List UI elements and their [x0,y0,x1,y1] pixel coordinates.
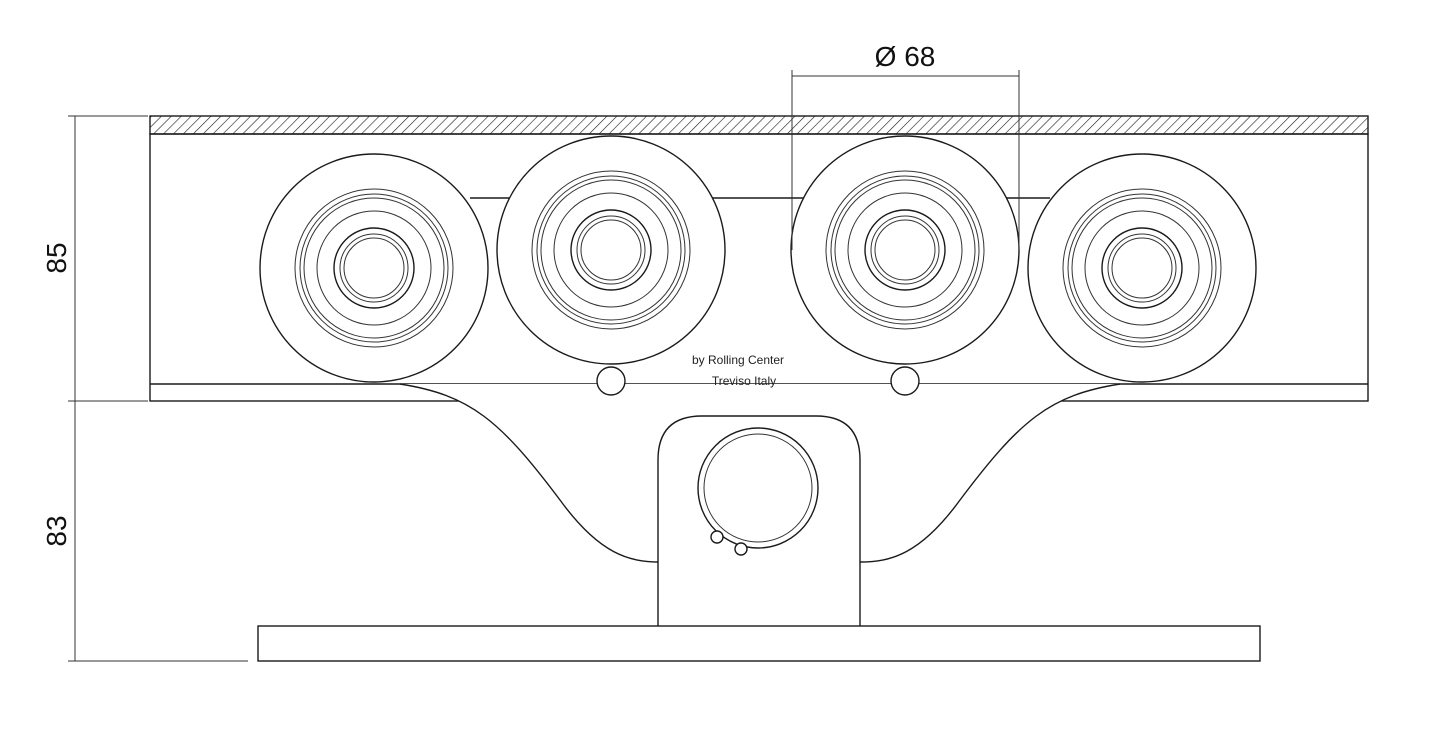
bracket-height-label: 83 [41,515,72,546]
diameter-label: Ø 68 [875,41,936,72]
circlip-eye-left [710,530,724,544]
body-height-label: 85 [41,242,72,273]
base-plate [257,625,1261,662]
guide-pin-left [596,366,626,396]
manufacturer-line-2: Treviso Italy [712,374,776,388]
wheel-3 [790,135,1020,365]
mounting-block [657,415,861,626]
wheel-1 [259,153,489,383]
bolt-ring-inner [703,433,813,543]
wheel-4 [1027,153,1257,383]
manufacturer-line-1: by Rolling Center [692,353,784,367]
bolt-ring-outer [697,427,819,549]
guide-pin-right [890,366,920,396]
wheel-2 [496,135,726,365]
hatched-rail [149,115,1369,135]
circlip-eye-right [734,542,748,556]
